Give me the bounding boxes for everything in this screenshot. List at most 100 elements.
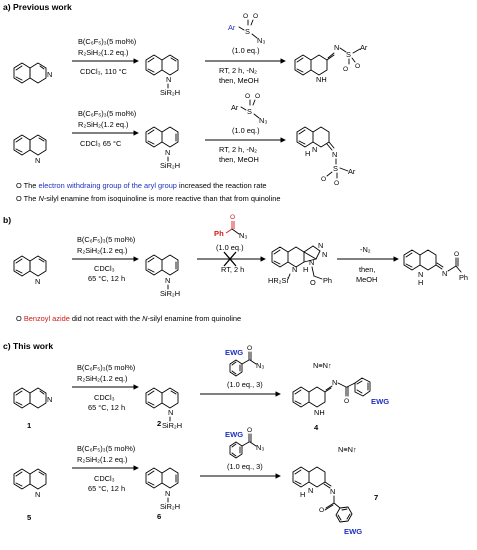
header-a: a) Previous work bbox=[3, 2, 72, 12]
note-b1: O Benzoyl azide did not react with the N… bbox=[16, 314, 241, 323]
label-n: N bbox=[418, 270, 423, 279]
label-sir2h: SiR₂H bbox=[160, 289, 180, 298]
label-nh: NH bbox=[316, 75, 327, 84]
cond-n2-b: -N₂ bbox=[360, 245, 371, 254]
isoquinoline-a1: N bbox=[13, 62, 52, 84]
label-n: N bbox=[318, 241, 323, 250]
label-n3: N₃ bbox=[239, 231, 247, 240]
cond-cdcl3-c2: CDCl₃ bbox=[94, 474, 115, 483]
cond-temp-c1: 65 °C, 12 h bbox=[88, 403, 125, 412]
cond-rt-a2: RT, 2 h, -N₂ bbox=[219, 145, 257, 154]
reagent-silane-a1: R₂SiH₂(1.2 eq.) bbox=[78, 48, 129, 57]
label-ewg: EWG bbox=[225, 430, 243, 439]
label-n: N bbox=[334, 43, 339, 52]
cond-a2: CDCl₃ 65 °C bbox=[80, 139, 122, 148]
reagent-eq-a2: (1.0 eq.) bbox=[232, 126, 260, 135]
reagent-cat-b: B(C₆F₅)₃(5 mol%) bbox=[77, 235, 135, 244]
reagent-silane-a2: R₂SiH₂(1.2 eq.) bbox=[78, 120, 129, 129]
compound-5: 5 bbox=[27, 513, 32, 522]
cond-cdcl3-c1: CDCl₃ bbox=[94, 393, 115, 402]
header-b: b) bbox=[3, 215, 11, 225]
label-n: N bbox=[35, 156, 40, 165]
label-ewg: EWG bbox=[225, 348, 243, 357]
label-nh: NH bbox=[314, 408, 325, 417]
label-o: O bbox=[247, 345, 252, 352]
label-ar: Ar bbox=[228, 23, 236, 32]
label-n: N bbox=[47, 395, 52, 404]
triazoline-intermediate-b: N N N N H HR₂Si O Ph bbox=[268, 241, 332, 287]
quinoline-a2: N bbox=[13, 134, 47, 165]
compound-1: 1 bbox=[27, 421, 32, 430]
label-n: N bbox=[165, 489, 170, 498]
label-n: N bbox=[35, 490, 40, 499]
silyl-enamine-c1: N SiR₂H bbox=[145, 387, 182, 430]
product-a2: H N N S Ar O O bbox=[296, 126, 356, 187]
silyl-enamine-a1: N SiR₂H bbox=[145, 54, 180, 97]
label-h: H bbox=[300, 490, 305, 499]
label-n: N bbox=[309, 258, 314, 267]
cond-rt-a1: RT, 2 h, -N₂ bbox=[219, 66, 257, 75]
label-n: N bbox=[292, 265, 297, 274]
label-ewg: EWG bbox=[344, 527, 362, 536]
label-n: N bbox=[47, 70, 52, 79]
label-n: N bbox=[330, 487, 335, 496]
label-n: N bbox=[165, 276, 170, 285]
cond-cdcl3-b: CDCl₃ bbox=[94, 264, 115, 273]
label-s: S bbox=[333, 164, 338, 173]
label-ar: Ar bbox=[231, 103, 239, 112]
product-a1: N S Ar O O NH bbox=[294, 43, 368, 84]
label-n3: N₃ bbox=[259, 116, 267, 125]
cond-meoh-b: MeOH bbox=[356, 275, 377, 284]
label-n3: N₃ bbox=[257, 36, 265, 45]
label-o: O bbox=[334, 180, 339, 187]
label-sir2h: SiR₂H bbox=[160, 161, 180, 170]
label-o: O bbox=[355, 63, 360, 70]
cond-meoh-a1: then, MeOH bbox=[219, 76, 259, 85]
label-h: H bbox=[303, 265, 308, 274]
label-o: O bbox=[321, 176, 326, 183]
silyl-enamine-a2: N SiR₂H bbox=[145, 126, 180, 170]
blocked-cross-icon bbox=[223, 251, 237, 267]
compound-4: 4 bbox=[314, 423, 319, 432]
cond-rt-b: RT, 2 h bbox=[221, 265, 244, 274]
aryl-sulfonyl-azide-a2: Ar S O O N₃ bbox=[231, 93, 267, 125]
aryl-sulfonyl-azide-a1: Ar S O O N₃ bbox=[228, 13, 265, 45]
label-n: N bbox=[322, 250, 327, 259]
compound-7: 7 bbox=[374, 493, 378, 502]
label-ph: Ph bbox=[459, 273, 468, 282]
header-c: c) This work bbox=[3, 341, 53, 351]
cond-temp-b: 65 °C, 12 h bbox=[88, 274, 125, 283]
label-n: N bbox=[308, 486, 313, 495]
label-o: O bbox=[253, 13, 258, 20]
label-n: N bbox=[166, 75, 171, 84]
reagent-eq-c1: (1.0 eq., 3) bbox=[227, 380, 263, 389]
label-o: O bbox=[454, 251, 459, 258]
label-n2gas: N≡N↑ bbox=[313, 361, 332, 370]
label-o: O bbox=[310, 278, 316, 287]
reagent-eq-b: (1.0 eq.) bbox=[216, 243, 244, 252]
label-ar: Ar bbox=[360, 43, 368, 52]
aroyl-azide-c2: EWG O N₃ bbox=[225, 427, 264, 459]
benzoyl-azide-b: Ph O N₃ bbox=[214, 214, 247, 240]
label-o: O bbox=[344, 398, 349, 405]
label-n3: N₃ bbox=[256, 443, 264, 452]
cond-temp-c2: 65 °C, 12 h bbox=[88, 484, 125, 493]
cond-a1: CDCl₃, 110 °C bbox=[80, 67, 128, 76]
label-ph: Ph bbox=[323, 276, 332, 285]
label-n: N bbox=[168, 408, 173, 417]
reagent-eq-a1: (1.0 eq.) bbox=[232, 46, 260, 55]
label-s: S bbox=[245, 27, 250, 36]
label-o: O bbox=[343, 66, 348, 73]
label-o: O bbox=[243, 13, 248, 20]
reagent-cat-c2: B(C₆F₅)₃(5 mol%) bbox=[77, 444, 135, 453]
aroyl-azide-c1: EWG O N₃ bbox=[225, 345, 264, 377]
label-sir2h: SiR₂H bbox=[160, 502, 180, 511]
label-s: S bbox=[247, 107, 252, 116]
label-hr2si: HR₂Si bbox=[268, 276, 288, 285]
silyl-enamine-b: N SiR₂H bbox=[145, 254, 180, 298]
note-a1: O The electron withdraing group of the a… bbox=[16, 181, 266, 190]
compound-2: 2 bbox=[157, 419, 161, 428]
label-n: N bbox=[35, 277, 40, 286]
product-b: N H N O Ph bbox=[403, 249, 468, 287]
